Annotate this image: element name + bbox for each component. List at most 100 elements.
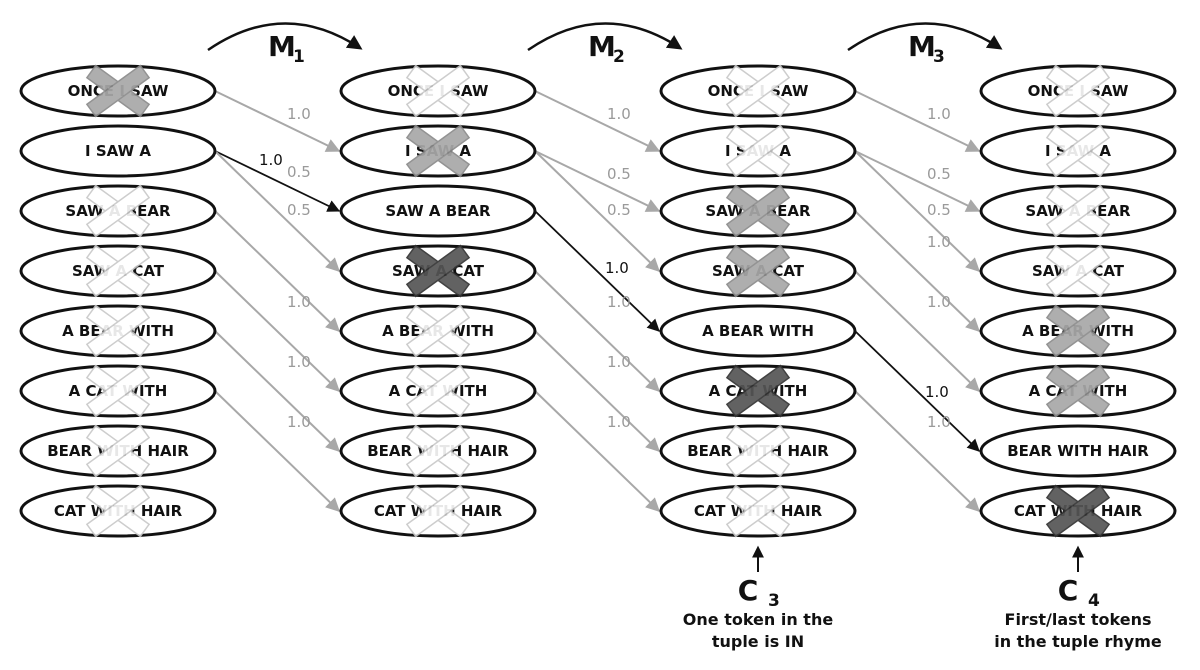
cross-bar — [1045, 364, 1111, 418]
tuple-node-a-cat-with: A CAT WITH — [339, 364, 537, 418]
edge-line — [214, 270, 341, 392]
edge: 0.5 — [534, 150, 661, 212]
edge-line — [534, 210, 660, 332]
cross-out-icon — [405, 304, 471, 358]
edge-line — [214, 390, 341, 512]
cross-bar — [725, 364, 791, 418]
edge-line — [534, 330, 661, 452]
step-arrow: M3 — [847, 22, 1003, 67]
edge-weight-label: 1.0 — [605, 259, 629, 277]
edge-weight-label: 1.0 — [287, 105, 311, 123]
edge-line — [214, 90, 341, 152]
cross-out-icon — [1045, 244, 1111, 298]
cross-bar — [405, 364, 471, 418]
step-curve — [527, 22, 683, 52]
edge-line — [534, 270, 661, 392]
constraint-caption: First/last tokens — [1005, 610, 1152, 629]
tuple-node-bear-with-hair: BEAR WITH HAIR — [979, 424, 1177, 478]
cross-bar — [405, 244, 471, 298]
edge-line — [534, 90, 661, 152]
edge: 1.0 — [214, 150, 341, 212]
edge-weight-label: 1.0 — [927, 105, 951, 123]
cross-bar — [725, 184, 791, 238]
edge-line — [854, 390, 981, 512]
constraint-caption: tuple is IN — [712, 632, 804, 651]
step-subscript: 3 — [933, 47, 945, 67]
step-subscript: 1 — [293, 47, 305, 67]
cross-out-icon — [405, 364, 471, 418]
edge: 0.5 — [214, 201, 341, 332]
cross-out-icon — [405, 484, 471, 538]
tuple-node-cat-with-hair: CAT WITH HAIR — [19, 484, 217, 538]
cross-out-icon — [725, 484, 791, 538]
cross-bar — [85, 64, 151, 118]
tuple-node-once-i-saw: ONCE I SAW — [339, 64, 537, 118]
cross-out-icon — [1045, 64, 1111, 118]
edge-line — [854, 150, 981, 272]
tuple-node-saw-a-cat: SAW A CAT — [19, 244, 217, 298]
cross-bar — [1045, 64, 1111, 118]
cross-out-icon — [405, 244, 471, 298]
edge: 1.0 — [534, 330, 661, 452]
edge-weight-label: 0.5 — [287, 201, 311, 219]
transition-edges: 1.01.00.50.51.01.01.01.00.50.51.01.01.01… — [214, 90, 981, 512]
cross-bar — [85, 184, 151, 238]
edge: 1.0 — [854, 330, 980, 452]
node-ellipse — [979, 424, 1177, 478]
edge-weight-label: 0.5 — [927, 201, 951, 219]
edge: 1.0 — [214, 270, 341, 392]
edge: 1.0 — [854, 270, 981, 392]
constraint-letter: C — [1058, 574, 1079, 607]
tuple-node-i-saw-a: I SAW A — [339, 124, 537, 178]
cross-bar — [1045, 484, 1111, 538]
cross-bar — [725, 64, 791, 118]
edge-line — [854, 210, 981, 332]
cross-out-icon — [725, 424, 791, 478]
tuple-node-a-bear-with: A BEAR WITH — [659, 304, 857, 358]
cross-bar — [725, 244, 791, 298]
edge: 1.0 — [854, 390, 981, 512]
node-label: SAW A BEAR — [385, 202, 491, 220]
edge: 1.0 — [534, 210, 660, 332]
cross-bar — [85, 364, 151, 418]
edge: 1.0 — [214, 90, 341, 152]
edge-weight-label: 1.0 — [287, 413, 311, 431]
edge-line — [534, 390, 661, 512]
cross-out-icon — [405, 124, 471, 178]
node-ellipse — [339, 184, 537, 238]
cross-out-icon — [725, 124, 791, 178]
cross-bar — [85, 244, 151, 298]
tuple-node-saw-a-cat: SAW A CAT — [659, 244, 857, 298]
cross-out-icon — [405, 64, 471, 118]
tuple-node-a-cat-with: A CAT WITH — [979, 364, 1177, 418]
node-label: A BEAR WITH — [702, 322, 814, 340]
cross-out-icon — [85, 484, 151, 538]
tuple-node-saw-a-bear: SAW A BEAR — [659, 184, 857, 238]
step-letter: M — [268, 30, 296, 63]
cross-out-icon — [85, 364, 151, 418]
cross-bar — [85, 304, 151, 358]
tuple-node-saw-a-bear: SAW A BEAR — [339, 184, 537, 238]
node-label: BEAR WITH HAIR — [1007, 442, 1149, 460]
tuple-node-a-bear-with: A BEAR WITH — [339, 304, 537, 358]
edge-line — [214, 330, 341, 452]
edge: 1.0 — [534, 390, 661, 512]
cross-bar — [405, 304, 471, 358]
tuple-node-once-i-saw: ONCE I SAW — [19, 64, 217, 118]
cross-out-icon — [405, 424, 471, 478]
cross-bar — [405, 424, 471, 478]
cross-out-icon — [85, 304, 151, 358]
cross-out-icon — [1045, 484, 1111, 538]
step-arrow: M1 — [207, 22, 363, 67]
cross-out-icon — [85, 244, 151, 298]
cross-bar — [405, 124, 471, 178]
cross-out-icon — [85, 64, 151, 118]
tuple-node-a-cat-with: A CAT WITH — [19, 364, 217, 418]
edge: 0.5 — [214, 150, 341, 272]
cross-bar — [405, 64, 471, 118]
edge-line — [854, 150, 981, 212]
node-ellipse — [19, 124, 217, 178]
